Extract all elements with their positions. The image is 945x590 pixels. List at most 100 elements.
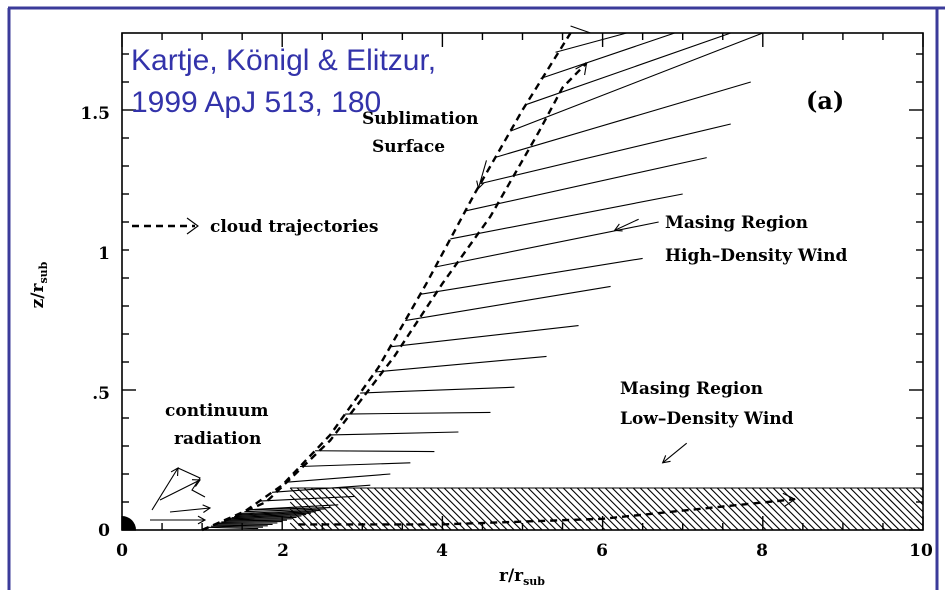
- masing-high-arrow: [614, 218, 639, 231]
- low-density-band-hatch: [877, 487, 921, 531]
- low-density-band-hatch: [429, 487, 473, 531]
- masing-high-arrow-head: [613, 223, 623, 232]
- x-tick-label-2: 2: [277, 541, 289, 561]
- cloud-legend-arrowhead: [186, 217, 199, 235]
- low-density-band-hatch: [464, 487, 508, 531]
- masing-low-arrow-head: [661, 455, 671, 464]
- low-density-band-hatch: [618, 487, 662, 531]
- central-source: [122, 516, 136, 530]
- low-density-band-hatch: [289, 515, 305, 531]
- low-density-band-hatch: [681, 487, 725, 531]
- low-density-band-hatch: [800, 487, 844, 531]
- low-density-band-hatch: [401, 487, 445, 531]
- citation-line-1: Kartje, Königl & Elitzur,: [131, 44, 436, 77]
- streamline: [213, 524, 268, 527]
- panel-label: (a): [806, 86, 844, 115]
- low-density-band-hatch: [478, 487, 522, 531]
- streamline: [223, 519, 288, 522]
- annotation-sublimation-2: Surface: [372, 137, 445, 157]
- low-density-band-hatch: [765, 487, 809, 531]
- cloud-trajectory-low-arrowhead: [782, 492, 796, 507]
- low-density-band-hatch: [863, 487, 907, 531]
- low-density-band-hatch: [604, 487, 648, 531]
- cloud-trajectory-high: [201, 62, 588, 532]
- cloud-trajectory-low: [298, 498, 795, 526]
- low-density-band-hatch: [667, 487, 711, 531]
- streamline: [345, 411, 491, 415]
- low-density-band-hatch: [534, 487, 578, 531]
- streamline: [246, 507, 331, 511]
- low-density-band-hatch: [520, 487, 564, 531]
- low-density-band-hatch: [317, 487, 361, 531]
- axis-ticks: [121, 33, 924, 531]
- streamline: [284, 473, 391, 483]
- low-density-band-hatch: [338, 487, 382, 531]
- low-density-band-hatch: [814, 487, 858, 531]
- streamline: [211, 525, 263, 528]
- x-tick-label-6: 6: [596, 541, 608, 561]
- streamline: [241, 509, 321, 514]
- low-density-band-hatch: [345, 487, 389, 531]
- streamline: [231, 515, 302, 519]
- low-density-band-hatch: [296, 487, 340, 531]
- citation-line-2: 1999 ApJ 513, 180: [131, 86, 381, 119]
- streamline: [226, 518, 292, 521]
- low-density-band-hatch: [919, 487, 924, 492]
- low-density-band-hatch: [387, 487, 431, 531]
- low-density-band-hatch: [513, 487, 557, 531]
- annotation-masing-low-2: Low–Density Wind: [620, 409, 794, 429]
- low-density-band-hatch: [695, 487, 739, 531]
- cloud-trajectory-high-arrowhead: [575, 61, 588, 76]
- low-density-band-hatch: [569, 487, 613, 531]
- annotation-sublimation-1: Sublimation: [362, 109, 478, 129]
- low-density-band-hatch: [380, 487, 424, 531]
- low-density-band-hatch: [352, 487, 396, 531]
- continuum-ray-head: [197, 515, 207, 525]
- low-density-band-hatch: [324, 487, 368, 531]
- low-density-band-hatch: [870, 487, 914, 531]
- low-density-band-hatch: [408, 487, 452, 531]
- y-axis-label: z/rsub: [28, 261, 50, 308]
- x-tick-label-4: 4: [436, 541, 448, 561]
- continuum-zigzag: [177, 467, 206, 498]
- y-tick-label-1: 1: [98, 244, 110, 264]
- streamline: [315, 450, 435, 453]
- low-density-band-hatch: [828, 487, 872, 531]
- streamline: [259, 495, 355, 502]
- y-tick-label-15: 1.5: [80, 104, 110, 124]
- annotation-continuum-2: radiation: [174, 429, 261, 449]
- annotation-masing-high-2: High–Density Wind: [665, 246, 847, 266]
- low-density-band-hatch: [884, 487, 924, 527]
- low-density-band-hatch: [786, 487, 830, 531]
- x-tick-label-0: 0: [116, 541, 128, 561]
- annotation-cloud-trajectories: cloud trajectories: [210, 217, 378, 237]
- continuum-ray: [159, 479, 201, 501]
- low-density-band-hatch: [702, 487, 746, 531]
- low-density-band-hatch: [898, 487, 924, 513]
- low-density-band-hatch: [709, 487, 753, 531]
- low-density-band-hatch: [583, 487, 627, 531]
- streamline: [510, 32, 763, 132]
- low-density-band-hatch: [597, 487, 641, 531]
- streamline: [465, 157, 707, 212]
- streamline: [570, 25, 591, 34]
- streamline: [405, 285, 611, 322]
- low-density-band-hatch: [506, 487, 550, 531]
- low-density-band-hatch: [289, 494, 326, 531]
- streamline: [300, 462, 411, 468]
- streamline: [229, 516, 297, 520]
- y-tick-label-05: .5: [92, 384, 110, 404]
- low-density-band-hatch: [548, 487, 592, 531]
- continuum-ray: [151, 467, 179, 511]
- low-density-band-hatch: [590, 487, 634, 531]
- low-density-band-hatch: [793, 487, 837, 531]
- sublimation-arrow-head: [476, 180, 485, 190]
- streamline: [234, 514, 307, 518]
- streamline: [420, 257, 643, 295]
- low-density-band-hatch: [485, 487, 529, 531]
- streamline: [495, 81, 751, 158]
- chart-marks: [122, 32, 796, 532]
- low-density-band-hatch: [751, 487, 795, 531]
- streamline: [208, 526, 259, 530]
